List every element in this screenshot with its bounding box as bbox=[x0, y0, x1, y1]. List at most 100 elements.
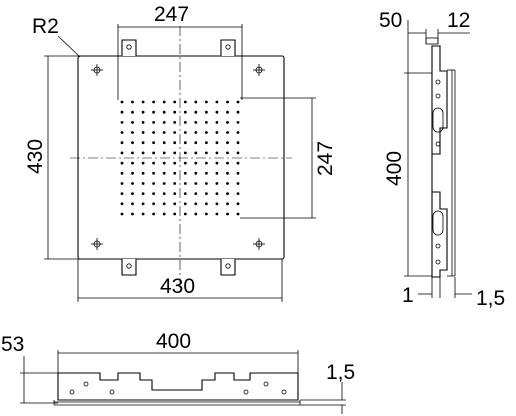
nozzle bbox=[236, 171, 240, 175]
nozzle bbox=[173, 182, 177, 185]
bottom-hole bbox=[281, 389, 287, 395]
bottom-profile bbox=[57, 372, 299, 401]
nozzle bbox=[162, 161, 166, 165]
tab-hole bbox=[126, 44, 132, 50]
mount-tab-bottom-right bbox=[220, 259, 236, 276]
bottom-view: 53 400 1,5 bbox=[1, 330, 355, 414]
nozzle bbox=[152, 202, 156, 206]
dim-side-bottom-right-label: 1,5 bbox=[476, 287, 505, 310]
nozzle bbox=[131, 192, 134, 196]
nozzle bbox=[120, 212, 124, 216]
nozzle bbox=[162, 192, 166, 196]
dim-bottom-width-label: 430 bbox=[160, 275, 195, 298]
nozzle bbox=[215, 151, 219, 155]
nozzle bbox=[141, 202, 145, 206]
nozzle bbox=[215, 182, 219, 185]
nozzle bbox=[183, 151, 187, 155]
nozzle bbox=[162, 110, 166, 114]
nozzle bbox=[173, 110, 177, 114]
nozzle bbox=[141, 171, 145, 175]
nozzle bbox=[131, 121, 134, 124]
nozzle bbox=[226, 171, 229, 175]
nozzle bbox=[215, 161, 219, 165]
nozzle bbox=[194, 110, 198, 114]
nozzle bbox=[215, 110, 219, 114]
nozzle bbox=[141, 121, 145, 124]
nozzle bbox=[226, 141, 229, 145]
nozzle bbox=[162, 121, 166, 124]
nozzle bbox=[152, 141, 156, 145]
nozzle bbox=[205, 192, 208, 196]
nozzle bbox=[194, 121, 198, 124]
nozzle bbox=[183, 121, 187, 124]
nozzle bbox=[152, 100, 156, 104]
mount-tab-top-right bbox=[220, 39, 236, 56]
nozzle bbox=[173, 151, 177, 155]
nozzle bbox=[215, 141, 219, 145]
nozzle bbox=[173, 141, 177, 145]
nozzle-grid bbox=[120, 100, 240, 216]
nozzle bbox=[226, 110, 229, 114]
dim-right-height-label: 247 bbox=[314, 141, 337, 176]
dim-left-height-label: 430 bbox=[24, 139, 47, 174]
tab-hole bbox=[126, 263, 132, 269]
nozzle bbox=[141, 110, 145, 114]
nozzle bbox=[162, 131, 166, 134]
nozzle bbox=[215, 212, 219, 216]
nozzle bbox=[236, 192, 240, 196]
nozzle bbox=[173, 100, 177, 104]
bottom-hole bbox=[109, 389, 115, 395]
nozzle bbox=[205, 110, 208, 114]
nozzle bbox=[194, 100, 198, 104]
nozzle bbox=[131, 212, 134, 216]
bottom-hole bbox=[83, 381, 89, 387]
side-view: 50 12 400 1 1,5 bbox=[379, 9, 505, 310]
nozzle bbox=[205, 121, 208, 124]
nozzle bbox=[205, 151, 208, 155]
nozzle bbox=[215, 100, 219, 104]
nozzle bbox=[226, 202, 229, 206]
nozzle bbox=[183, 161, 187, 165]
nozzle bbox=[131, 182, 134, 185]
nozzle bbox=[194, 212, 198, 216]
nozzle bbox=[183, 212, 187, 216]
nozzle bbox=[162, 202, 166, 206]
nozzle bbox=[173, 202, 177, 206]
bottom-hole bbox=[69, 389, 75, 395]
nozzle bbox=[194, 161, 198, 165]
nozzle bbox=[194, 141, 198, 145]
nozzle bbox=[205, 212, 208, 216]
nozzle bbox=[162, 182, 166, 185]
dim-bottom-width-label: 400 bbox=[156, 330, 191, 353]
nozzle bbox=[120, 131, 124, 134]
nozzle bbox=[120, 110, 124, 114]
nozzle bbox=[131, 110, 134, 114]
nozzle bbox=[173, 192, 177, 196]
side-hole bbox=[435, 259, 441, 265]
mount-tab-bottom-left bbox=[121, 259, 137, 276]
nozzle bbox=[162, 100, 166, 104]
nozzle bbox=[120, 171, 124, 175]
nozzle bbox=[131, 171, 134, 175]
nozzle bbox=[226, 161, 229, 165]
nozzle bbox=[120, 100, 124, 104]
nozzle bbox=[236, 212, 240, 216]
nozzle bbox=[215, 121, 219, 124]
nozzle bbox=[131, 202, 134, 206]
nozzle bbox=[152, 161, 156, 165]
nozzle bbox=[141, 212, 145, 216]
side-slot-upper bbox=[432, 107, 444, 133]
nozzle bbox=[194, 182, 198, 185]
nozzle bbox=[173, 161, 177, 165]
side-hole bbox=[435, 79, 441, 85]
nozzle bbox=[183, 110, 187, 114]
nozzle bbox=[226, 131, 229, 134]
nozzle bbox=[205, 100, 208, 104]
nozzle bbox=[236, 100, 240, 104]
nozzle bbox=[183, 202, 187, 206]
nozzle bbox=[120, 202, 124, 206]
nozzle bbox=[131, 100, 134, 104]
bottom-hole bbox=[263, 381, 269, 387]
nozzle bbox=[131, 131, 134, 134]
